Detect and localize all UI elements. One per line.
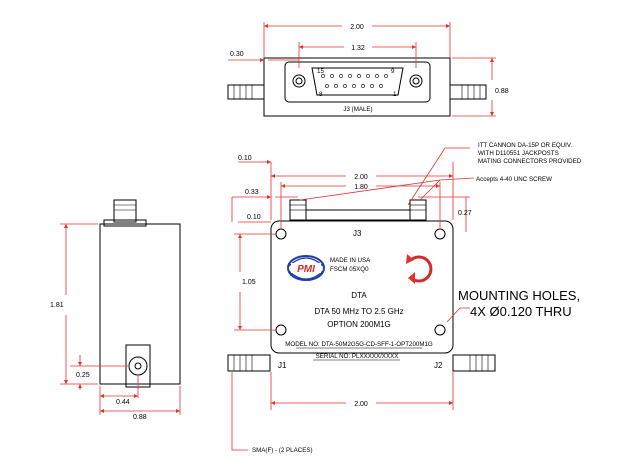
top-width-dim: 2.00 — [350, 24, 364, 31]
hole-offset-dim: 0.10 — [247, 214, 261, 221]
connector-note-1: ITT CANNON DA-15P OR EQUIV. — [478, 142, 572, 149]
dsub-front — [305, 209, 411, 221]
top-view-body — [263, 57, 451, 117]
sma-j1 — [227, 354, 271, 372]
serial-number: SERIAL NO: PLXXXXX/XXXX — [316, 353, 399, 360]
side-height-dim: 1.81 — [50, 302, 64, 309]
top-view: 15 9 8 1 J3 (MALE) 2.00 1.32 0.30 0.88 — [227, 22, 509, 117]
hole-spacing-dim: 1.80 — [354, 184, 368, 191]
sma-j2 — [452, 354, 496, 372]
pin-label-8: 8 — [319, 91, 323, 98]
connector-spacing-dim: 1.32 — [351, 45, 365, 52]
side-view: 1.81 0.25 0.44 0.88 — [50, 199, 181, 421]
conn-offset-dim: 0.44 — [116, 399, 130, 406]
j1-label: J1 — [278, 361, 287, 370]
dsub-flange — [284, 61, 431, 103]
made-in-usa: MADE IN USA — [330, 257, 371, 264]
dsub-pins — [321, 74, 388, 88]
screw-note: Accepts 4-40 UNC SCREW — [476, 176, 552, 183]
model-number: MODEL NO: DTA-50M2G5G-CD-SFF-1-OPT200M1G — [285, 341, 433, 348]
front-view-body — [270, 220, 454, 354]
mounting-hole-bottom-left — [275, 324, 287, 336]
side-flange — [103, 219, 147, 227]
j3-label: J3 — [353, 229, 362, 238]
mounting-hole-bottom-right — [434, 324, 446, 336]
j2-label: J2 — [434, 361, 443, 370]
conn-height-dim: 0.25 — [76, 372, 90, 379]
product-description: DTA 50 MHz TO 2.5 GHz — [314, 307, 403, 316]
pin-label-1: 1 — [393, 91, 397, 98]
top-view-sma-right — [449, 84, 487, 100]
bottom-width-dim: 2.00 — [354, 401, 368, 408]
side-view-body — [99, 223, 181, 385]
pmi-logo: PMI — [287, 255, 325, 281]
sma-note: SMA(F) - (2 PLACES) — [252, 447, 313, 454]
pin-label-15: 15 — [317, 68, 324, 75]
connector-note-3: MATING CONNECTORS PROVIDED — [478, 158, 582, 165]
logo-text: PMI — [297, 264, 315, 275]
mounting-hole-top-right — [434, 228, 446, 240]
mounting-holes-note-1: MOUNTING HOLES, — [458, 288, 580, 303]
mounting-hole-top-left — [275, 228, 287, 240]
connector-note-2: WITH D110551 JACKPOSTS — [478, 150, 559, 157]
connector-label: J3 (MALE) — [343, 106, 372, 113]
fscm-code: FSCM 05XQ0 — [330, 266, 369, 273]
dsub-shell — [311, 67, 404, 96]
pin-label-9: 9 — [391, 68, 395, 75]
side-width-dim: 0.88 — [133, 414, 147, 421]
top-gap-dim: 0.10 — [238, 155, 252, 162]
product-title: DTA — [351, 291, 367, 300]
vertical-hole-spacing-dim: 1.05 — [242, 279, 256, 286]
top-view-sma-left — [227, 84, 265, 100]
recycle-arrows-icon — [406, 254, 433, 284]
left-offset-dim: 0.33 — [245, 189, 259, 196]
mounting-holes-note-2: 4X Ø0.120 THRU — [470, 304, 572, 319]
jackpost-right-icon — [409, 74, 423, 88]
front-view: J3 J1 J2 PMI MADE IN USA FSCM 05XQ0 DTA … — [227, 147, 496, 451]
right-offset-dim: 0.27 — [458, 210, 472, 217]
option-label: OPTION 200M1G — [327, 320, 391, 329]
top-height-dim: 0.88 — [495, 88, 509, 95]
side-sma-face-icon — [128, 356, 148, 376]
side-jackpost — [113, 199, 137, 223]
offset-dim: 0.30 — [230, 51, 244, 58]
front-width-dim: 2.00 — [354, 174, 368, 181]
jackpost-left-icon — [292, 74, 306, 88]
